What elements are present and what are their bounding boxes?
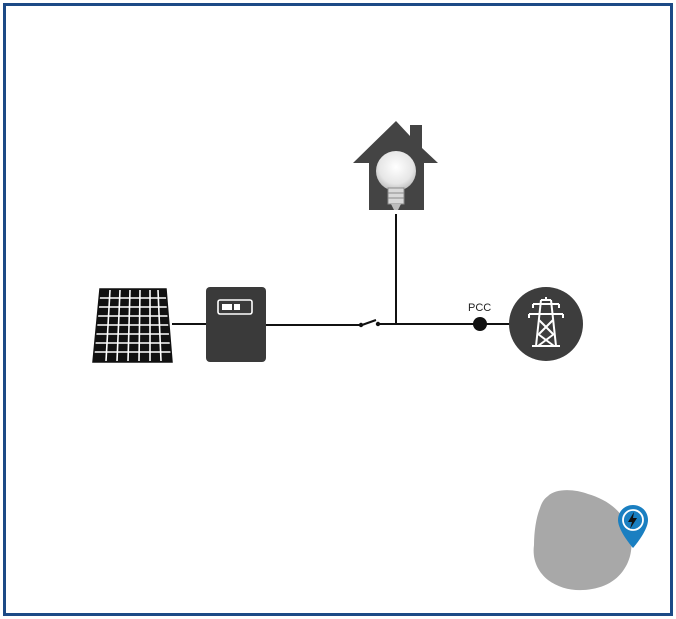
transmission-tower-icon	[509, 287, 583, 361]
solar-panel-icon	[92, 288, 173, 363]
pcc-label: PCC	[468, 302, 491, 314]
pcc-node-icon	[473, 317, 487, 331]
lightning-pin-icon	[618, 505, 648, 548]
island-map-icon	[533, 490, 632, 591]
switch-icon	[358, 321, 381, 328]
inverter-icon	[206, 287, 266, 362]
wire-switch-blade	[361, 319, 377, 326]
wiring	[172, 214, 510, 326]
house-bulb-icon	[353, 121, 438, 210]
